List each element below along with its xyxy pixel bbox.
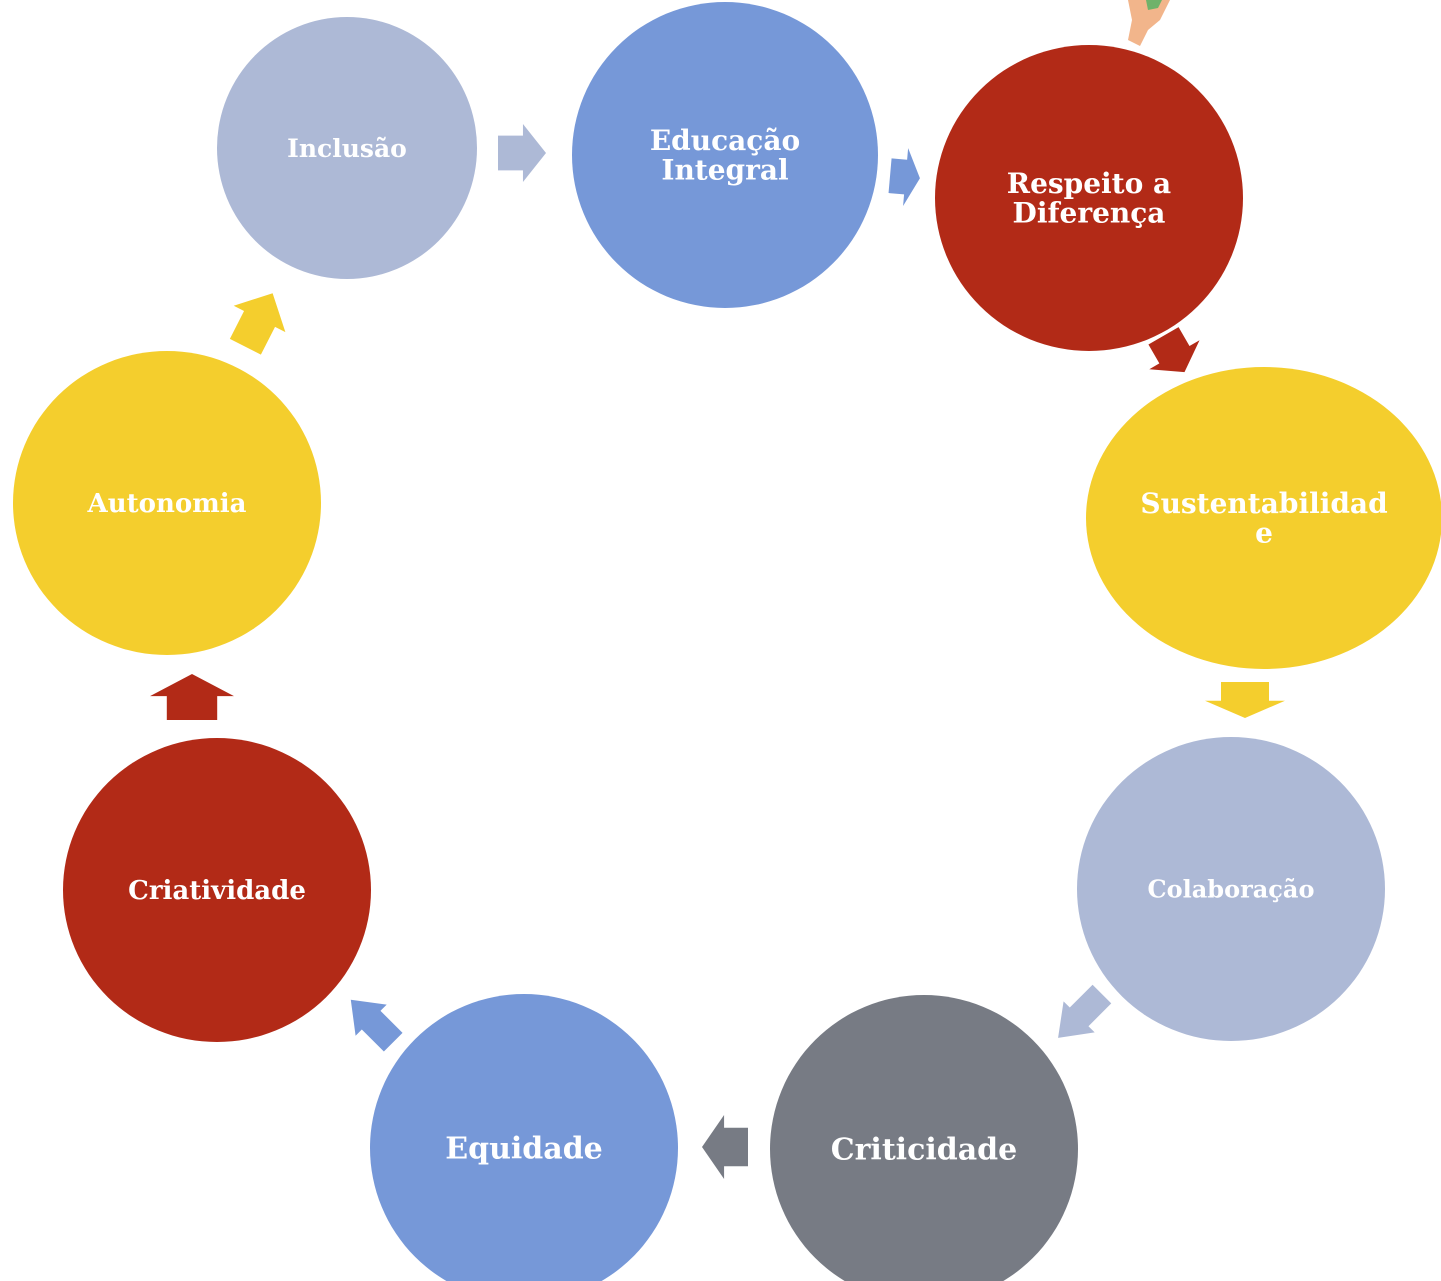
node-label-inclusao: Inclusão: [287, 134, 407, 163]
node-circle-educacao-integral: [572, 2, 878, 308]
node-circle-inclusao: [217, 17, 477, 279]
node-label-equidade: Equidade: [445, 1132, 603, 1167]
arrow-sustentabilidade-to-colaboracao: [1205, 682, 1285, 718]
node-autonomia: Autonomia: [13, 351, 321, 655]
node-label-respeito-a-diferenca: Diferença: [1013, 197, 1166, 230]
node-circle-respeito-a-diferenca: [935, 45, 1243, 351]
clipart-fragment: [1128, 0, 1170, 46]
arrow-autonomia-to-inclusao: [229, 293, 286, 355]
node-inclusao: Inclusão: [217, 17, 477, 279]
node-circle-autonomia: [13, 351, 321, 655]
arrows-layer: [150, 124, 1285, 1179]
arrow-criticidade-to-equidade: [702, 1115, 748, 1179]
node-circle-criatividade: [63, 738, 371, 1042]
node-circle-sustentabilidade: [1086, 367, 1441, 669]
node-circle-equidade: [370, 994, 678, 1281]
node-label-educacao-integral: Educação: [650, 124, 800, 157]
node-label-educacao-integral: Integral: [661, 154, 788, 187]
node-circle-colaboracao: [1077, 737, 1385, 1041]
arrow-respeito-a-diferenca-to-sustentabilidade: [1148, 327, 1200, 373]
node-circle-criticidade: [770, 995, 1078, 1281]
arrow-inclusao-to-educacao-integral: [498, 124, 546, 182]
node-label-criticidade: Criticidade: [831, 1133, 1017, 1168]
arrow-criatividade-to-autonomia: [150, 674, 234, 720]
node-label-colaboracao: Colaboração: [1148, 874, 1315, 903]
node-label-criatividade: Criatividade: [128, 876, 306, 906]
node-criticidade: Criticidade: [770, 995, 1078, 1281]
node-colaboracao: Colaboração: [1077, 737, 1385, 1041]
arrow-equidade-to-criatividade: [350, 999, 403, 1052]
node-label-autonomia: Autonomia: [87, 489, 247, 519]
node-label-sustentabilidade: Sustentabilidad: [1140, 487, 1387, 520]
arrow-educacao-integral-to-respeito-a-diferenca: [888, 148, 920, 206]
node-label-sustentabilidade: e: [1255, 517, 1273, 550]
arrow-colaboracao-to-criticidade: [1058, 984, 1112, 1038]
node-criatividade: Criatividade: [63, 738, 371, 1042]
node-label-respeito-a-diferenca: Respeito a: [1007, 167, 1171, 200]
node-equidade: Equidade: [370, 994, 678, 1281]
